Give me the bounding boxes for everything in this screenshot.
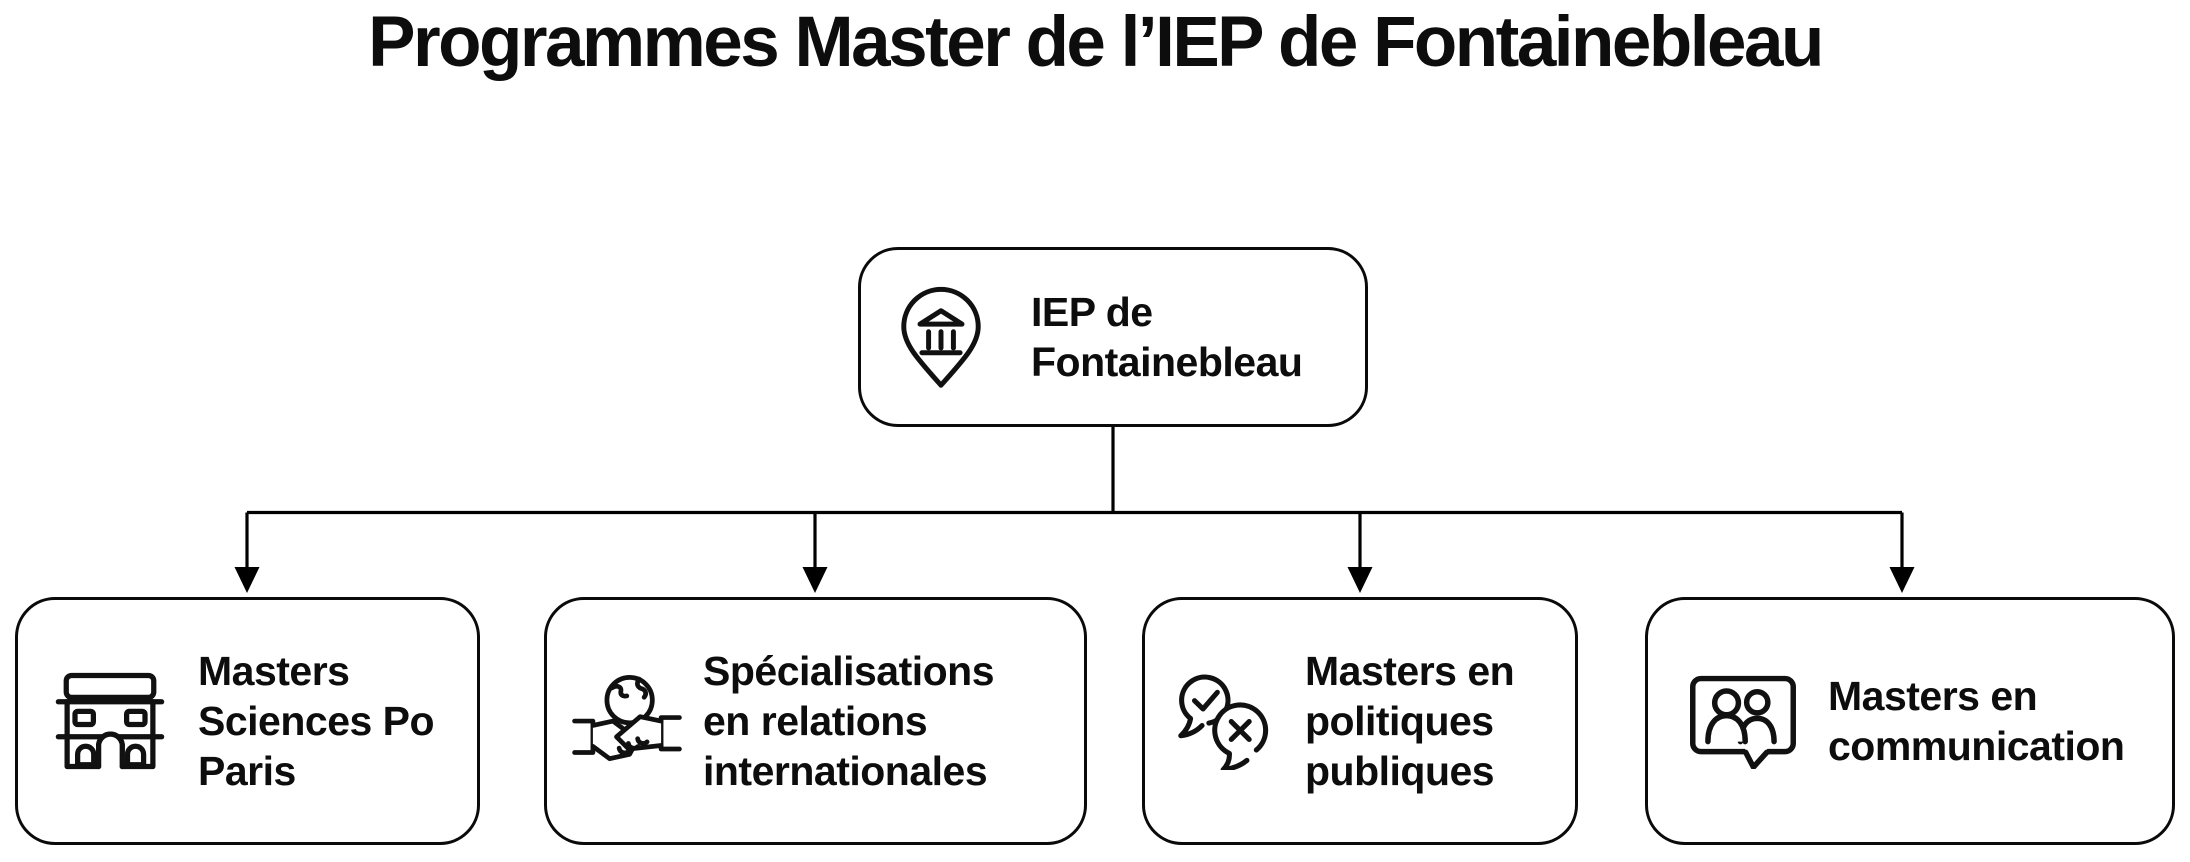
location-pin-institution-icon <box>897 285 985 390</box>
arrowheads <box>234 567 1915 593</box>
arc-de-triomphe-icon <box>54 671 166 771</box>
node-label: Masters Sciences Po Paris <box>198 648 435 794</box>
node-label: Masters en communication <box>1828 673 2125 769</box>
people-speech-bubble-icon <box>1688 674 1798 769</box>
node-label: Masters en politiques publiques <box>1305 648 1515 794</box>
diagram-title: Programmes Master de l’IEP de Fontainebl… <box>368 3 1824 82</box>
node-label: IEP de Fontainebleau <box>1031 289 1303 385</box>
node-masters-politiques-publiques: Masters en politiques publiques <box>1142 597 1578 845</box>
node-iep-de-fontainebleau: IEP de Fontainebleau <box>858 247 1368 427</box>
node-masters-sciences-po-paris: Masters Sciences Po Paris <box>15 597 480 845</box>
node-masters-communication: Masters en communication <box>1645 597 2175 845</box>
speech-bubbles-check-x-icon <box>1173 672 1279 770</box>
node-label: Spécialisations en relations internation… <box>703 648 995 794</box>
node-specialisations-relations-internationales: Spécialisations en relations internation… <box>544 597 1087 845</box>
globe-handshake-icon <box>571 673 683 770</box>
